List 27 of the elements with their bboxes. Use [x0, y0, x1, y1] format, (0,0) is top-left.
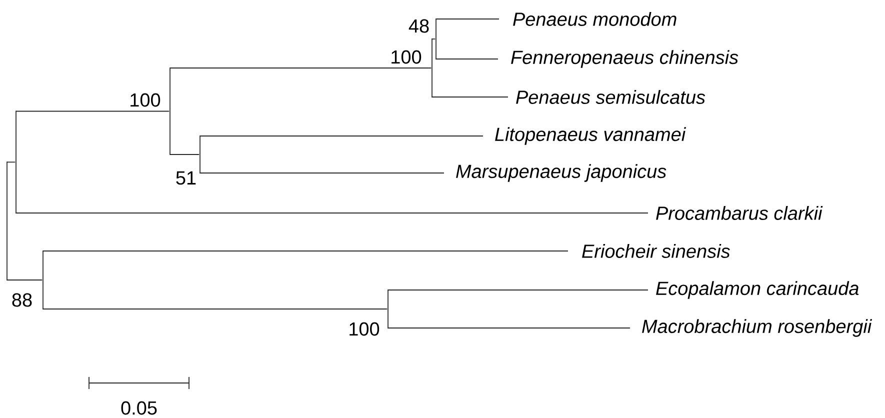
bootstrap-value: 51 — [176, 171, 196, 185]
bootstrap-value: 100 — [130, 93, 160, 107]
bootstrap-value: 48 — [408, 19, 429, 33]
branch-line — [436, 18, 500, 20]
branch-line — [432, 38, 436, 40]
branch-line — [16, 212, 648, 214]
branch-line — [170, 154, 200, 155]
species-label: Marsupenaeus japonicus — [456, 164, 666, 182]
bootstrap-value: 100 — [392, 50, 422, 64]
species-label: Eriocheir sinensis — [582, 244, 730, 258]
branch-line — [6, 162, 16, 163]
branch-line — [42, 250, 568, 252]
branch-line — [436, 58, 498, 60]
species-label: Penaeus semisulcatus — [516, 90, 706, 104]
branch-line — [432, 96, 508, 98]
species-label: Macrobrachium rosenbergii — [642, 319, 872, 337]
species-label: Ecopalamon carincauda — [656, 281, 859, 299]
branch-line — [42, 308, 388, 310]
species-label: Penaeus monodom — [513, 12, 676, 26]
scale-label: 0.05 — [121, 401, 157, 415]
species-label: Procambarus clarkii — [656, 206, 823, 220]
bootstrap-value: 100 — [350, 322, 380, 336]
species-label: Fenneropenaeus chinensis — [511, 50, 738, 68]
bootstrap-value: 88 — [12, 293, 32, 307]
branch-line — [16, 110, 170, 112]
species-label: Litopenaeus vannamei — [495, 127, 686, 145]
branch-line — [200, 172, 444, 174]
